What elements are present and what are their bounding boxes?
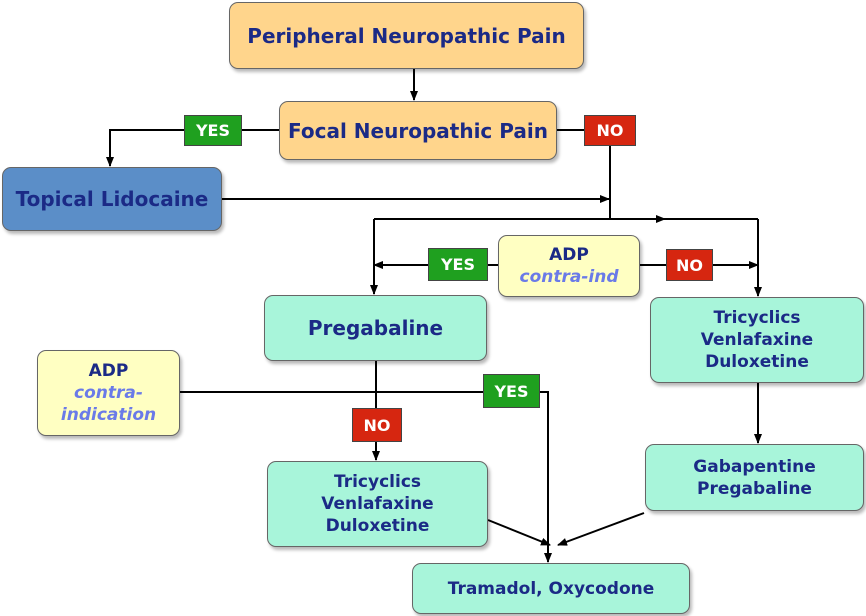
arrow-adp-left-yes-to-tramadol	[540, 391, 552, 563]
node-label-line1: Tricyclics	[713, 308, 801, 328]
node-label-line1: Gabapentine	[693, 456, 816, 477]
node-label-line3: Duloxetine	[325, 516, 430, 536]
label-text: NO	[363, 415, 391, 435]
node-label-line2: Pregabaline	[697, 478, 812, 499]
label-no-focal: NO	[584, 115, 636, 146]
node-label: Topical Lidocaine	[15, 187, 209, 211]
node-adp-contra-indication: ADP contra- indication	[37, 350, 180, 436]
node-pregabaline: Pregabaline	[264, 295, 487, 361]
arrow-tricyclics-mid-to-tramadol	[487, 519, 551, 546]
node-label: Focal Neuropathic Pain	[288, 118, 548, 143]
label-text: NO	[596, 121, 624, 140]
node-label: Peripheral Neuropathic Pain	[247, 23, 566, 48]
node-label-line1: ADP	[549, 245, 589, 265]
label-text: NO	[676, 255, 703, 275]
node-label: Tramadol, Oxycodone	[447, 578, 655, 599]
node-label-line1: Tricyclics	[333, 472, 422, 492]
label-yes-adp: YES	[428, 248, 488, 281]
node-gabapentine-pregabaline: Gabapentine Pregabaline	[645, 444, 864, 511]
node-focal-neuropathic-pain: Focal Neuropathic Pain	[279, 101, 557, 160]
label-yes-focal: YES	[184, 115, 242, 146]
node-label-line2: Venlafaxine	[321, 494, 434, 514]
node-tramadol-oxycodone: Tramadol, Oxycodone	[412, 563, 690, 614]
node-label-line3: indication	[60, 405, 157, 425]
node-label-line2: Venlafaxine	[700, 330, 814, 350]
label-text: YES	[195, 121, 231, 140]
node-label-line2: contra-ind	[519, 267, 619, 287]
node-label-line3: Duloxetine	[705, 352, 809, 372]
label-text: YES	[494, 381, 529, 401]
node-label-line2: contra-	[74, 383, 143, 403]
node-tricyclics-venlafaxine-duloxetine-right: Tricyclics Venlafaxine Duloxetine	[650, 297, 864, 383]
label-text: YES	[440, 255, 476, 274]
node-peripheral-neuropathic-pain: Peripheral Neuropathic Pain	[229, 2, 584, 69]
label-no-pregabaline: NO	[352, 408, 402, 442]
label-no-adp: NO	[666, 249, 713, 281]
node-label-line1: ADP	[88, 361, 129, 381]
node-label: Pregabaline	[307, 316, 444, 340]
node-tricyclics-venlafaxine-duloxetine-middle: Tricyclics Venlafaxine Duloxetine	[267, 461, 488, 547]
node-topical-lidocaine: Topical Lidocaine	[2, 167, 222, 231]
label-yes-adp-left: YES	[483, 374, 540, 408]
node-adp-contra-ind: ADP contra-ind	[498, 235, 640, 297]
arrow-gabapentine-to-tramadol	[557, 512, 645, 546]
